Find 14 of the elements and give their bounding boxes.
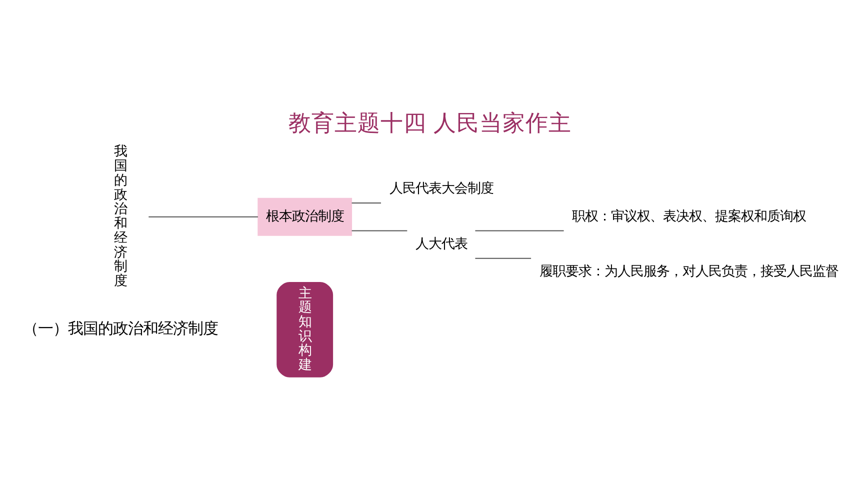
connector xyxy=(475,257,532,258)
connector xyxy=(352,230,408,231)
connector xyxy=(148,216,258,217)
node-text: 人大代表 xyxy=(415,236,468,252)
node-text: 履职要求：为人民服务，对人民负责，接受人民监督 xyxy=(540,264,839,280)
node-box: 主题知识构建 xyxy=(276,282,334,377)
diagram-title: 教育主题十四 人民当家作主 xyxy=(288,110,572,136)
connector xyxy=(352,202,381,204)
node-text: 职权：审议权、表决权、提案权和质询权 xyxy=(572,208,806,224)
label: （一）我国的政治和经济制度 xyxy=(23,318,218,337)
node-text: 我国的政治和经济制度 xyxy=(114,144,128,288)
connector xyxy=(475,230,564,231)
node-box: 根本政治制度 xyxy=(258,197,352,236)
node-text: 人民代表大会制度 xyxy=(389,181,494,196)
